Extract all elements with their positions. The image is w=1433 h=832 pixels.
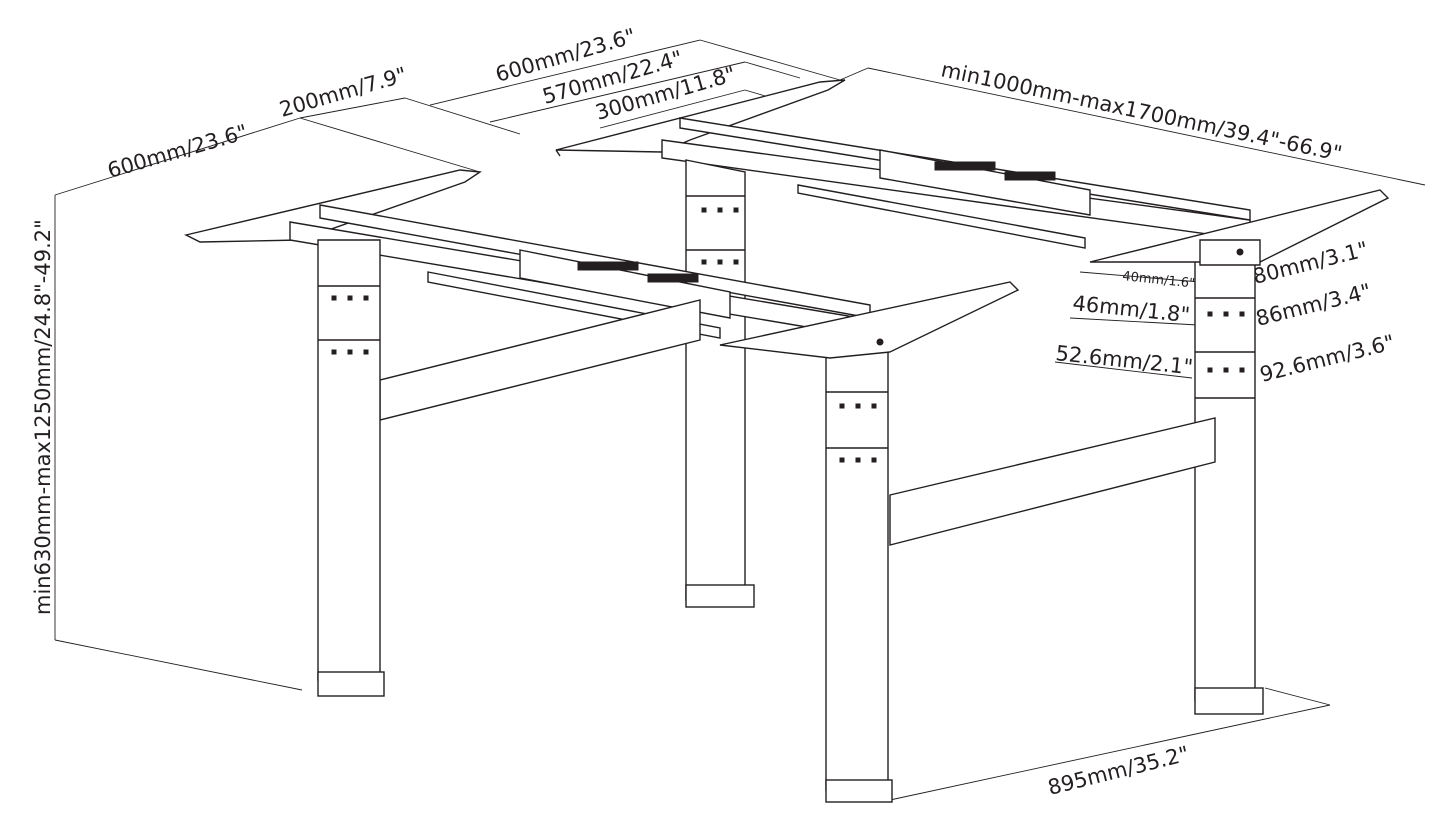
column-bottom-small-label: 52.6mm/2.1" xyxy=(1054,341,1194,379)
frame-width-label: min1000mm-max1700mm/39.4"-66.9" xyxy=(939,57,1344,166)
column-mid-small-label: 46mm/1.8" xyxy=(1071,291,1191,327)
column-mid-large-label: 86mm/3.4" xyxy=(1253,279,1373,331)
column-top-small-label: 40mm/1.6" xyxy=(1122,269,1196,292)
dimension-lines xyxy=(54,39,1426,801)
left-top-offset-label: 200mm/7.9" xyxy=(277,63,410,122)
column-bottom-large-label: 92.6mm/3.6" xyxy=(1257,330,1397,387)
left-top-depth-label: 600mm/23.6" xyxy=(105,120,251,183)
height-range-label: min630mm-max1250mm/24.8"-49.2" xyxy=(31,219,55,615)
front-desk-frame xyxy=(183,169,1244,803)
back-desk-frame xyxy=(555,79,1390,715)
